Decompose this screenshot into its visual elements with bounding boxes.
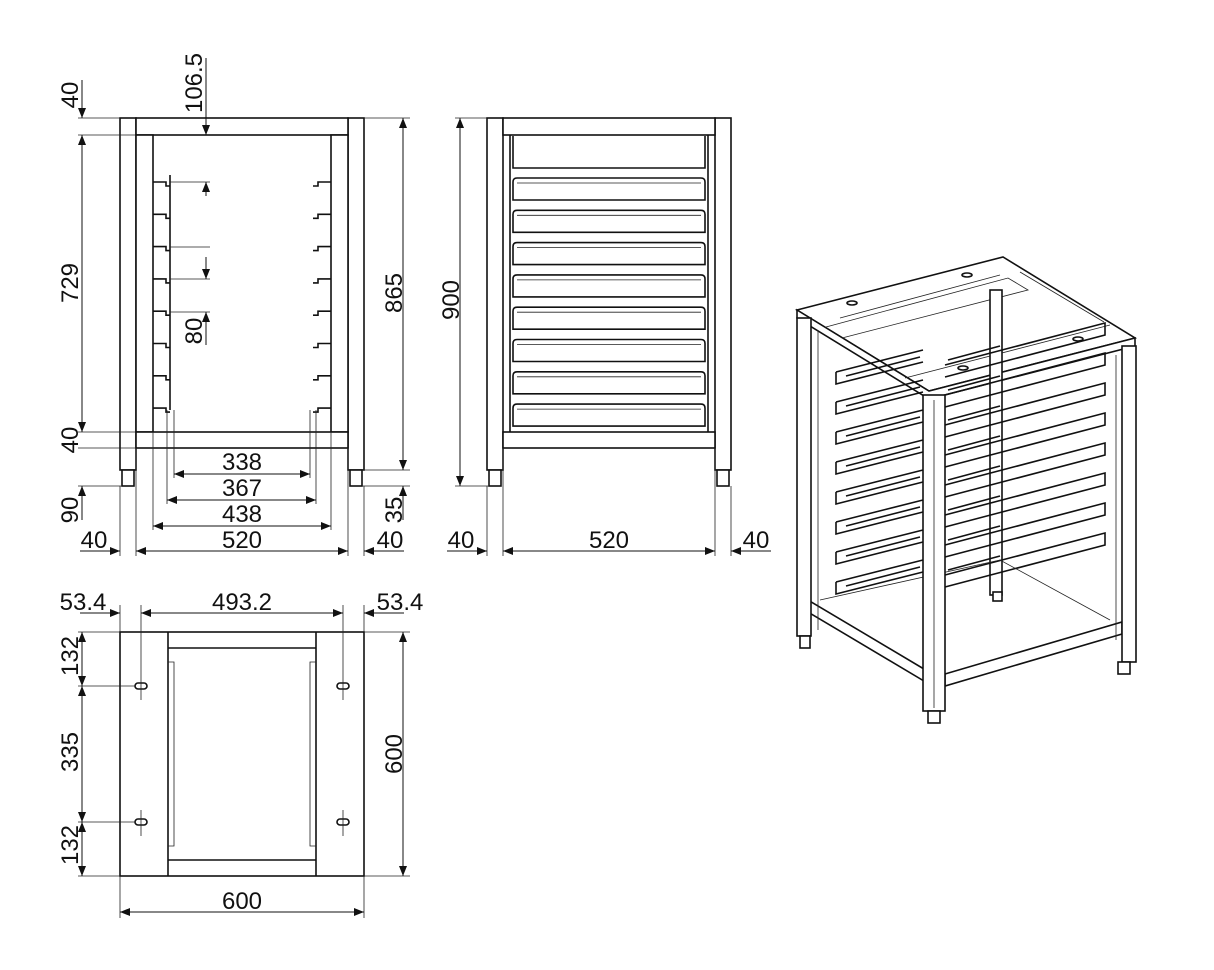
iso-shelves: [835, 321, 1106, 596]
dim-438: 438: [222, 501, 262, 528]
shelf-runner-right: [313, 181, 331, 187]
iso-shelf-runner: [845, 405, 1001, 437]
iso-shelf: [835, 351, 1106, 416]
dim-top-to-shelf: 106.5: [181, 53, 208, 113]
shelf-runner-right: [313, 375, 331, 381]
dim-post-right: 40: [743, 527, 770, 554]
dim-slot-bottom: 132: [57, 825, 84, 865]
post: [796, 317, 812, 637]
right-post: [714, 117, 732, 471]
right-foot: [349, 469, 363, 487]
side-view: 900 520 40 40: [438, 117, 771, 556]
dim-total-height: 865: [381, 273, 408, 313]
shelf: [512, 274, 706, 298]
iso-shelf: [835, 411, 1106, 476]
front-view: 40 106.5 729 865 80 40 90 35 338 367 438…: [57, 53, 410, 556]
dim-leg: 90: [57, 497, 84, 524]
dim-slot-top: 132: [57, 636, 84, 676]
iso-shelf: [835, 321, 1106, 386]
dim-height: 900: [438, 280, 465, 320]
shelf-runner-right: [313, 310, 331, 316]
shelf: [512, 209, 706, 234]
dim-width: 520: [222, 527, 262, 554]
shelf: [512, 177, 706, 201]
shelf: [512, 241, 706, 266]
iso-shelf-runner: [845, 495, 1001, 527]
dim-post-right: 40: [377, 527, 404, 554]
shelf-runner-right: [313, 407, 331, 413]
shelf-runner-left: [153, 375, 170, 381]
left-upright: [135, 134, 154, 433]
iso-shelf-runner: [845, 555, 1001, 587]
isometric-view: [794, 256, 1138, 724]
right-post: [347, 117, 365, 471]
bottom-bar: [135, 431, 349, 449]
dim-width: 600: [222, 888, 262, 915]
left-post: [486, 117, 504, 471]
dim-338: 338: [222, 449, 262, 476]
right-upright: [330, 134, 349, 433]
shelf-runner-right: [313, 278, 331, 284]
shelf-runner-left: [153, 245, 170, 252]
dim-slot-span: 493.2: [212, 589, 272, 616]
shelf-runner-right: [313, 213, 331, 220]
shelf-runner-left: [153, 278, 170, 284]
top-bar: [502, 117, 716, 136]
iso-shelf: [835, 381, 1106, 446]
iso-shelf: [835, 471, 1106, 536]
iso-shelf: [835, 531, 1106, 596]
dim-top-gap: 40: [57, 82, 84, 109]
top-view: 53.4 493.2 53.4 132 335 132 600 600: [57, 589, 423, 918]
post: [1121, 345, 1137, 663]
iso-shelf: [835, 441, 1106, 506]
dim-depth: 600: [381, 734, 408, 774]
top-bar: [135, 117, 349, 136]
iso-shelf-runner: [845, 525, 1001, 557]
shelf: [512, 306, 706, 330]
shelf-runner-left: [153, 407, 170, 413]
shelf-runner-left: [153, 213, 170, 220]
dim-shelf-pitch: 80: [181, 318, 208, 345]
left-post: [119, 117, 137, 471]
iso-shelf: [835, 501, 1106, 566]
right-foot: [716, 469, 730, 487]
left-foot: [488, 469, 502, 487]
shelf-runners: [153, 181, 331, 413]
dim-slot-left: 53.4: [60, 589, 107, 616]
bottom-bar: [502, 431, 716, 449]
dim-slot-mid: 335: [57, 732, 84, 772]
iso-shelf-runner: [845, 375, 1001, 407]
shelf-runner-left: [153, 310, 170, 316]
shelf-runner-right: [313, 245, 331, 252]
dim-slot-right: 53.4: [377, 589, 424, 616]
dim-bottom-bar: 40: [57, 427, 84, 454]
iso-shelf-runner: [845, 435, 1001, 467]
iso-shelf-runner: [845, 465, 1001, 497]
dim-foot: 35: [381, 497, 408, 524]
dim-inner-height: 729: [57, 263, 84, 303]
shelves: [512, 177, 706, 427]
dim-post-left: 40: [81, 527, 108, 554]
shelf-runner-right: [313, 342, 331, 349]
dim-367: 367: [222, 475, 262, 502]
left-foot: [121, 469, 135, 487]
shelf-runner-left: [153, 342, 170, 349]
outer-frame: [119, 631, 365, 877]
shelf: [512, 338, 706, 363]
iso-shelf-runner: [845, 345, 1001, 377]
shelf: [512, 403, 706, 427]
dim-width: 520: [589, 527, 629, 554]
dim-post-left: 40: [448, 527, 475, 554]
shelf: [512, 371, 706, 395]
shelf-runner-left: [153, 181, 170, 187]
